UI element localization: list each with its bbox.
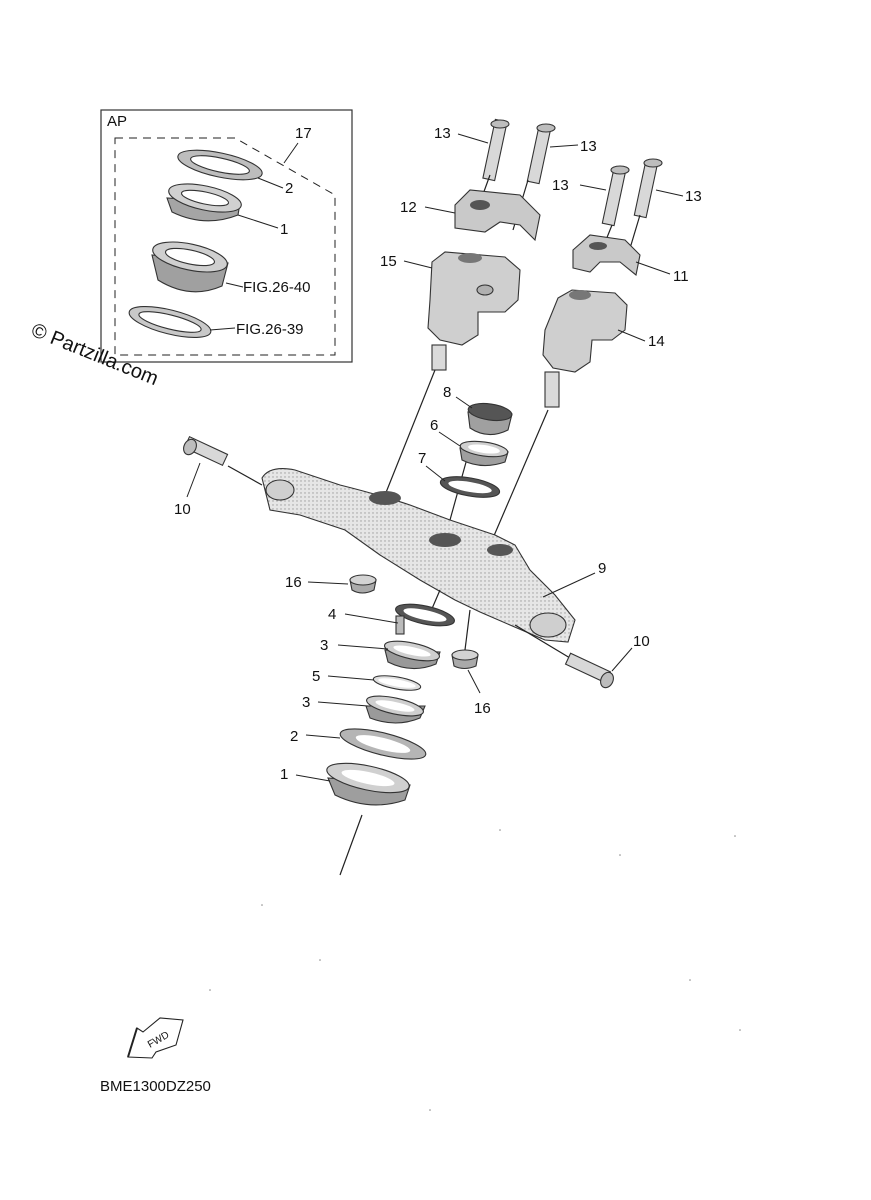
washer-7 (439, 476, 501, 498)
upper-holder-11 (572, 234, 641, 277)
clamp-bolt-10-left (183, 435, 229, 467)
callout-13-d: 13 (685, 188, 702, 205)
nut-8 (467, 402, 513, 436)
upper-holder-12 (454, 189, 541, 242)
callout-6: 6 (430, 417, 438, 434)
callout-13-b: 13 (580, 138, 597, 155)
callout-11: 11 (673, 268, 689, 285)
inset-callout-1: 1 (280, 221, 288, 238)
callout-12: 12 (400, 199, 417, 216)
inset-label: AP (107, 113, 127, 130)
bearing-race-3-lower (365, 695, 426, 724)
inset-bearing-1 (166, 183, 242, 222)
callout-2: 2 (290, 728, 298, 745)
lower-holder-14 (542, 289, 628, 408)
inset-seal-fig-26-39 (128, 305, 212, 339)
bearing-1 (326, 762, 411, 806)
callout-15: 15 (380, 253, 397, 270)
callout-10-left: 10 (174, 501, 191, 518)
callout-13-c: 13 (552, 177, 569, 194)
callout-9: 9 (598, 560, 606, 577)
bolt-13-a (482, 118, 510, 182)
inset-ap-box: AP 17 2 1 FIG.26-40 (100, 109, 353, 363)
inset-callout-fig-26-40: FIG.26-40 (243, 279, 311, 296)
ring-5 (372, 675, 422, 691)
callout-14: 14 (648, 333, 665, 350)
collar-16-left (349, 574, 377, 594)
diagram-code: BME1300DZ250 (100, 1078, 211, 1095)
callout-4: 4 (328, 606, 336, 623)
callout-10-right: 10 (633, 633, 650, 650)
inset-race-fig-26-40 (151, 241, 229, 293)
inset-washer-2 (177, 149, 263, 181)
callout-3-upper: 3 (320, 637, 328, 654)
callout-1: 1 (280, 766, 288, 783)
washer-6 (459, 440, 509, 467)
callout-7: 7 (418, 450, 426, 467)
bearing-race-3-upper (384, 640, 441, 670)
callout-16-right: 16 (474, 700, 491, 717)
lower-holder-15 (427, 251, 521, 371)
callout-16-left: 16 (285, 574, 302, 591)
inset-callout-2: 2 (285, 180, 293, 197)
inset-callout-fig-26-39: FIG.26-39 (236, 321, 304, 338)
speckle-dots (209, 829, 741, 1111)
callout-8: 8 (443, 384, 451, 401)
clamp-bolt-10-right (564, 652, 614, 689)
callout-13-a: 13 (434, 125, 451, 142)
callout-3-lower: 3 (302, 694, 310, 711)
inset-callout-17: 17 (295, 125, 312, 142)
bolt-13-c (601, 165, 630, 227)
seal-4 (395, 603, 455, 635)
callout-5: 5 (312, 668, 320, 685)
lower-bracket-9 (261, 468, 576, 643)
bolt-13-b (526, 123, 556, 185)
bolt-13-d (633, 158, 663, 219)
washer-2 (339, 728, 427, 760)
collar-16-right (451, 649, 479, 670)
forward-arrow-icon: FWD (127, 1017, 184, 1059)
